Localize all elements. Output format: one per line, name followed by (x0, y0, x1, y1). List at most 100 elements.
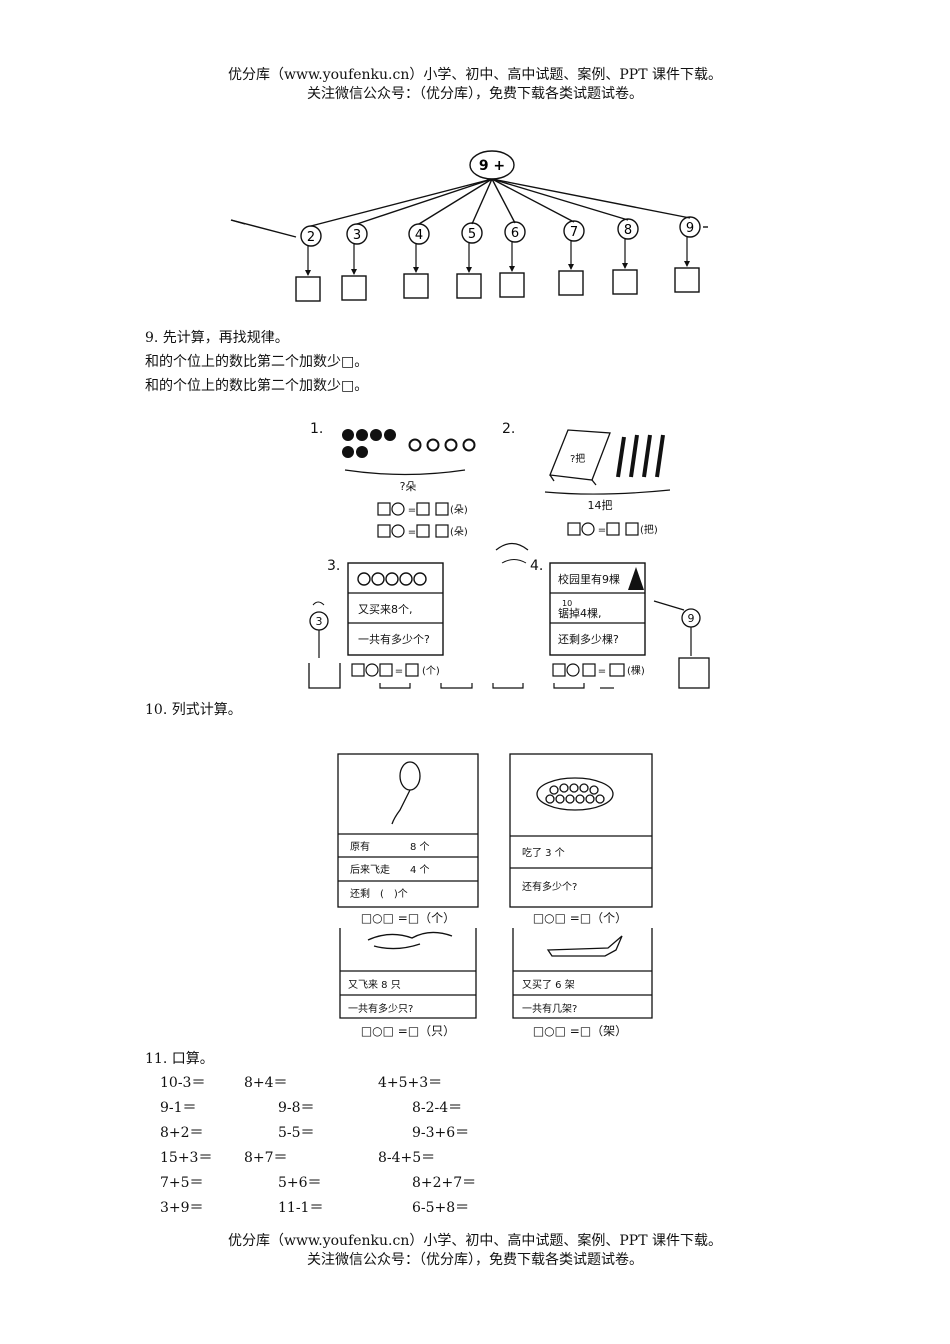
panel-1-caption: ?朵 (400, 480, 417, 493)
tree-answer-box[interactable] (295, 276, 321, 302)
page-footer: 优分库（www.youfenku.cn）小学、初中、高中试题、案例、PPT 课件… (0, 1232, 950, 1270)
card-4-row-2: 一共有几架? (522, 1002, 577, 1015)
panel-4-row-3: 还剩多少棵? (558, 632, 619, 646)
panel-3-number: 3. (327, 558, 340, 574)
oral-problem: 9-1＝ (160, 1100, 197, 1116)
tree-leaf-label: 5 (468, 227, 476, 242)
tree-arrowhead (568, 264, 574, 270)
oral-problem: 4+5+3＝ (378, 1075, 443, 1091)
tree-leaf-label: 6 (511, 226, 519, 241)
panel-2-box-label: ?把 (570, 452, 585, 465)
svg-text:=: = (598, 666, 606, 677)
tree-leaf-label: 7 (570, 225, 578, 240)
card-3-row-2: 一共有多少只? (348, 1002, 413, 1015)
picture-problems: 1. ?朵 = = (朵) (朵) 2. ?把 (308, 421, 710, 689)
oral-problem: 8+7＝ (244, 1150, 288, 1166)
tree-leaf-label: 9 (686, 221, 694, 236)
card-1-row-1b: 8 个 (410, 841, 430, 853)
card-1-formula: □○□ =□（个） (361, 911, 455, 925)
panel-4-number: 4. (530, 558, 543, 574)
apple-plate-icon (536, 777, 614, 811)
oral-problem: 8+2+7＝ (412, 1175, 477, 1191)
tree-arrowhead (413, 267, 419, 273)
tree-root-label: 9 + (479, 158, 505, 174)
black-flowers (342, 429, 396, 458)
tree-arrowhead (622, 263, 628, 269)
card-1-row-1a: 原有 (350, 840, 370, 853)
tree-answer-box[interactable] (674, 267, 700, 293)
card-4-formula: □○□ =□（架） (533, 1024, 627, 1038)
oral-problem: 8+4＝ (244, 1075, 288, 1091)
tree-arrowhead (305, 270, 311, 276)
card-3-row-1: 又飞来 8 只 (348, 979, 401, 991)
oral-problem: 15+3＝ (160, 1150, 213, 1166)
tree-answer-box[interactable] (558, 270, 584, 296)
tree-answer-box[interactable] (403, 273, 429, 299)
panel-1-unit-1: (朵) (450, 504, 468, 516)
card-1-row-2a: 后来飞走 (350, 864, 390, 876)
tree-leaf-node (563, 220, 585, 242)
airplane-icon (546, 935, 623, 957)
footer-line-2: 关注微信公众号：（优分库），免费下载各类试题试卷。 (307, 1252, 643, 1268)
tree-answer-box[interactable] (456, 273, 482, 299)
q11-title: 11. 口算。 (145, 1051, 214, 1067)
oral-problem: 9-3+6＝ (412, 1125, 470, 1141)
panel-4-row-1: 校园里有9棵 (558, 572, 620, 586)
toothbrushes (616, 434, 665, 478)
panel-4-unit: (棵) (627, 664, 645, 677)
q9-rule-1: 和的个位上的数比第二个加数少□。 (145, 354, 369, 370)
panel-2-caption: 14把 (588, 498, 613, 512)
toothbrush-box (549, 429, 611, 486)
tree-answer-box[interactable] (612, 269, 638, 295)
tree-leaf-node (504, 221, 526, 243)
q10-title: 10. 列式计算。 (145, 702, 242, 718)
tree-answer-box[interactable] (499, 272, 525, 298)
tree-arrowhead (466, 267, 472, 273)
card-1-row-3: 还剩 ( )个 (350, 887, 408, 900)
balloon-icon (399, 761, 421, 791)
tree-arrowhead (351, 269, 357, 275)
tree-icon (628, 567, 644, 590)
card-2-row-2: 还有多少个? (522, 880, 577, 893)
white-flowers (408, 438, 476, 452)
oral-problem: 9-8＝ (278, 1100, 315, 1116)
panel-3-row-3: 一共有多少个? (358, 632, 430, 646)
apples (357, 572, 427, 586)
oral-problem: 10-3＝ (160, 1075, 206, 1091)
oral-problem: 8+2＝ (160, 1125, 204, 1141)
tree-leaf-label: 8 (624, 223, 632, 238)
oral-problem: 3+9＝ (160, 1200, 204, 1216)
oral-problem: 5+6＝ (278, 1175, 322, 1191)
svg-text:=: = (598, 525, 606, 536)
tree-leaf-node (408, 223, 430, 245)
oral-problem: 5-5＝ (278, 1125, 315, 1141)
panel-3-row-2: 又买来8个, (358, 603, 413, 616)
svg-text:=: = (395, 666, 403, 677)
oral-problem: 8-4+5＝ (378, 1150, 436, 1166)
panel-2-unit: (把) (640, 523, 658, 536)
svg-text:=: = (408, 505, 416, 516)
page-header: 优分库（www.youfenku.cn）小学、初中、高中试题、案例、PPT 课件… (0, 66, 950, 104)
panel-1-number: 1. (310, 421, 323, 437)
panel-4-row-2-small: 10 (562, 599, 572, 608)
tree-leaf-label: 2 (307, 230, 315, 245)
panel-3-unit: (个) (422, 665, 440, 677)
tree-leaf-node (617, 218, 639, 240)
oral-problem: 7+5＝ (160, 1175, 204, 1191)
header-line-1: 优分库（www.youfenku.cn）小学、初中、高中试题、案例、PPT 课件… (227, 67, 722, 83)
oral-problem: 6-5+8＝ (412, 1200, 470, 1216)
tree-leaf-node (346, 223, 368, 245)
card-2-row-1: 吃了 3 个 (522, 846, 565, 859)
tree-answer-box[interactable] (341, 275, 367, 301)
word-problem-cards: 原有 8 个 后来飞走 4 个 还剩 ( )个 吃了 3 个 还有多少个? 又飞… (337, 753, 653, 1038)
oral-problem: 8-2-4＝ (412, 1100, 463, 1116)
card-4-row-1: 又买了 6 架 (522, 979, 575, 991)
panel-4-side-number: 9 (688, 612, 695, 625)
q9-rule-2: 和的个位上的数比第二个加数少□。 (145, 378, 369, 394)
header-line-2: 关注微信公众号：（优分库），免费下载各类试题试卷。 (307, 86, 643, 102)
tree-arrowhead (509, 266, 515, 272)
card-2-formula: □○□ =□（个） (533, 911, 627, 925)
tree-leaf-label: 4 (415, 228, 423, 243)
card-1-row-2b: 4 个 (410, 864, 430, 876)
